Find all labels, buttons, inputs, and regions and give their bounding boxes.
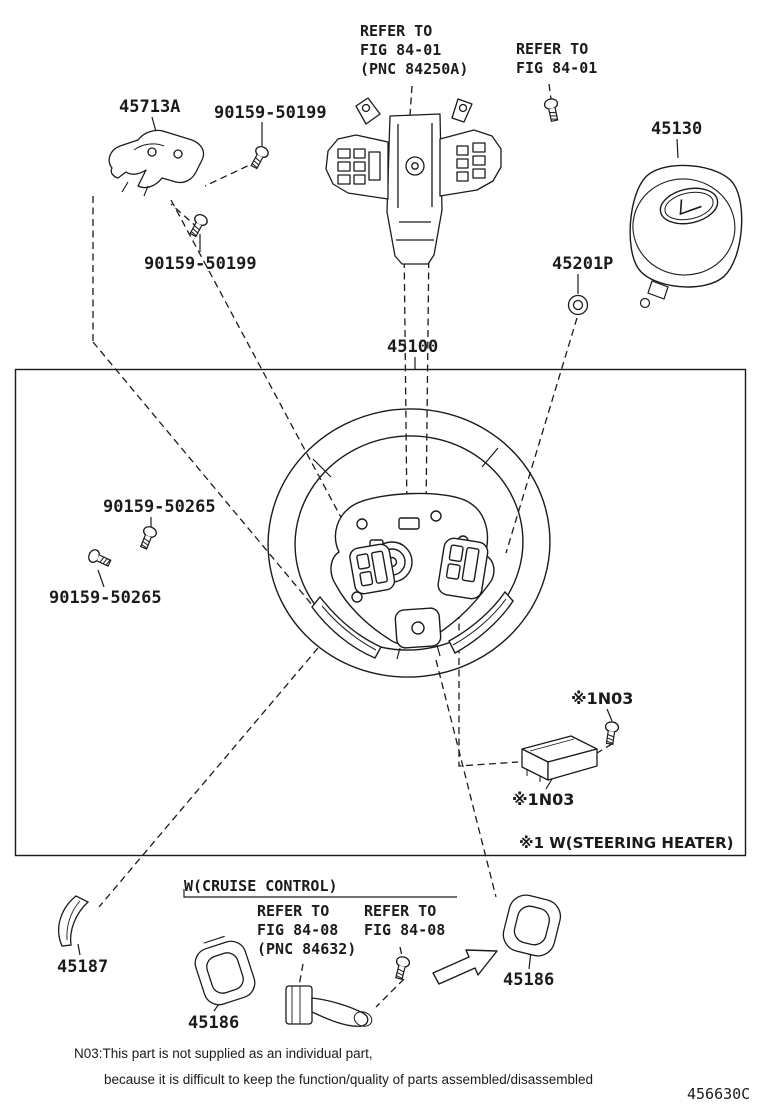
footnote-line-2: because it is difficult to keep the func… <box>104 1072 594 1087</box>
steering-armature-drawing <box>325 97 502 265</box>
airbag-module-drawing <box>629 164 743 309</box>
part-label-45130: 45130 <box>651 119 703 139</box>
bracket-45713A-drawing <box>108 129 205 197</box>
cruise-control-note: W(CRUISE CONTROL) <box>184 877 338 895</box>
screw-icon <box>542 97 562 123</box>
refer-note-fig84-01-pnc: REFER TO FIG 84-01 (PNC 84250A) <box>360 22 469 79</box>
screw-icon <box>391 954 412 981</box>
screw-icon <box>247 143 271 171</box>
screw-icon <box>136 524 159 551</box>
part-label-90159-50199-b: 90159-50199 <box>144 254 257 274</box>
screw-icon <box>86 547 113 570</box>
part-label-45201P: 45201P <box>552 254 614 274</box>
refer-note-fig84-08-pnc: REFER TO FIG 84-08 (PNC 84632) <box>257 902 357 959</box>
steering-wheel-drawing <box>267 408 551 678</box>
refer-note-fig84-01: REFER TO FIG 84-01 <box>516 40 598 78</box>
drawing-code: 456630C <box>687 1085 751 1103</box>
direction-arrow-icon <box>432 949 498 985</box>
trim-45186-right-drawing <box>502 894 562 957</box>
refer-note-fig84-08: REFER TO FIG 84-08 <box>364 902 446 940</box>
nut-45201P-drawing <box>567 294 589 316</box>
part-label-n03-a: ※1N03 <box>571 689 634 708</box>
part-label-90159-50265-a: 90159-50265 <box>103 497 216 517</box>
lexus-logo-icon <box>659 187 719 225</box>
screw-icon <box>602 720 620 746</box>
leader-lines-dashed <box>92 83 613 1008</box>
part-label-45100: 45100 <box>387 337 439 357</box>
cruise-stalk-drawing <box>285 985 373 1027</box>
footnote-line-1: N03:This part is not supplied as an indi… <box>74 1046 373 1061</box>
part-label-45187: 45187 <box>57 957 109 977</box>
assembly-45100-frame <box>14 368 747 857</box>
part-label-45186-right: 45186 <box>503 970 555 990</box>
screw-icon <box>186 211 210 239</box>
part-label-90159-50265-b: 90159-50265 <box>49 588 162 608</box>
part-label-90159-50199-a: 90159-50199 <box>214 103 327 123</box>
part-label-45713A: 45713A <box>119 97 181 117</box>
heater-controller-drawing <box>521 735 598 782</box>
bezel-45186-left-drawing <box>194 935 256 1006</box>
part-label-45186-left: 45186 <box>188 1013 240 1033</box>
part-label-n03-b: ※1N03 <box>512 790 575 809</box>
trim-45187-drawing <box>58 895 90 947</box>
steering-heater-note: ※1 W(STEERING HEATER) <box>519 834 734 852</box>
